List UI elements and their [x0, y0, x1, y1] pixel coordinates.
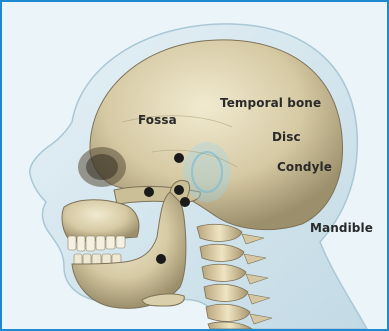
- fossa-marker: [174, 153, 184, 163]
- label-condyle: Condyle: [277, 160, 332, 174]
- mandible-marker: [156, 254, 166, 264]
- disc-marker: [144, 187, 154, 197]
- maxilla: [62, 200, 139, 242]
- label-disc: Disc: [272, 130, 301, 144]
- label-mandible: Mandible: [310, 221, 373, 235]
- label-fossa: Fossa: [138, 113, 177, 127]
- condyle-lower-marker: [180, 197, 190, 207]
- condyle-marker: [174, 185, 184, 195]
- label-temporal-bone: Temporal bone: [220, 96, 321, 110]
